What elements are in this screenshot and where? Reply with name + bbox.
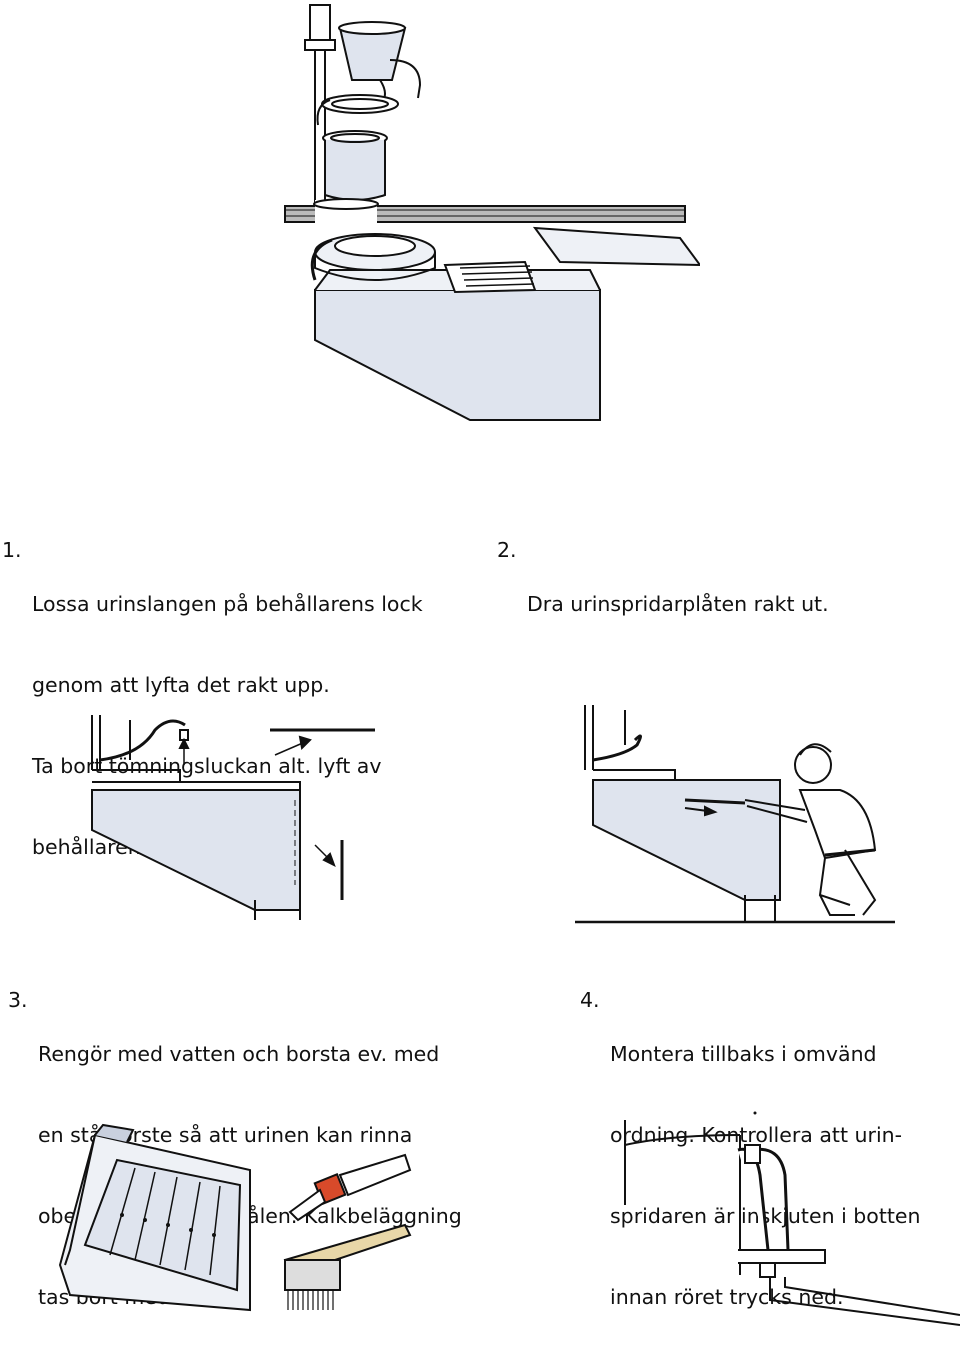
step-1-line: genom att lyfta det rakt upp. [32, 673, 330, 697]
step-2-line: Dra urinspridarplåten rakt ut. [527, 592, 829, 616]
figure-2-side-view [91, 715, 375, 920]
figure-1-exploded-container [284, 4, 700, 421]
step-3-line: en stålborste så att urinen kan rinna [38, 1123, 413, 1147]
step-3-line: Rengör med vatten och borsta ev. med [38, 1042, 440, 1066]
step-4-number: 4. [580, 988, 600, 1012]
figure-3-spreader-plate [58, 1123, 251, 1312]
step-4-line: innan röret trycks ned. [610, 1285, 844, 1309]
figure-4-reinstalled-pipe [624, 1111, 960, 1326]
step-4-line: Montera tillbaks i omvänd [610, 1042, 877, 1066]
figure-3-hose-and-brush [283, 1153, 412, 1310]
step-1-number: 1. [2, 538, 22, 562]
step-1-line: Ta bort tömningsluckan alt. lyft av [32, 754, 382, 778]
step-1-line: Lossa urinslangen på behållarens lock [32, 592, 423, 616]
step-2-number: 2. [497, 538, 517, 562]
figure-2-person-pulling-plate [575, 705, 895, 924]
step-3-number: 3. [8, 988, 28, 1012]
